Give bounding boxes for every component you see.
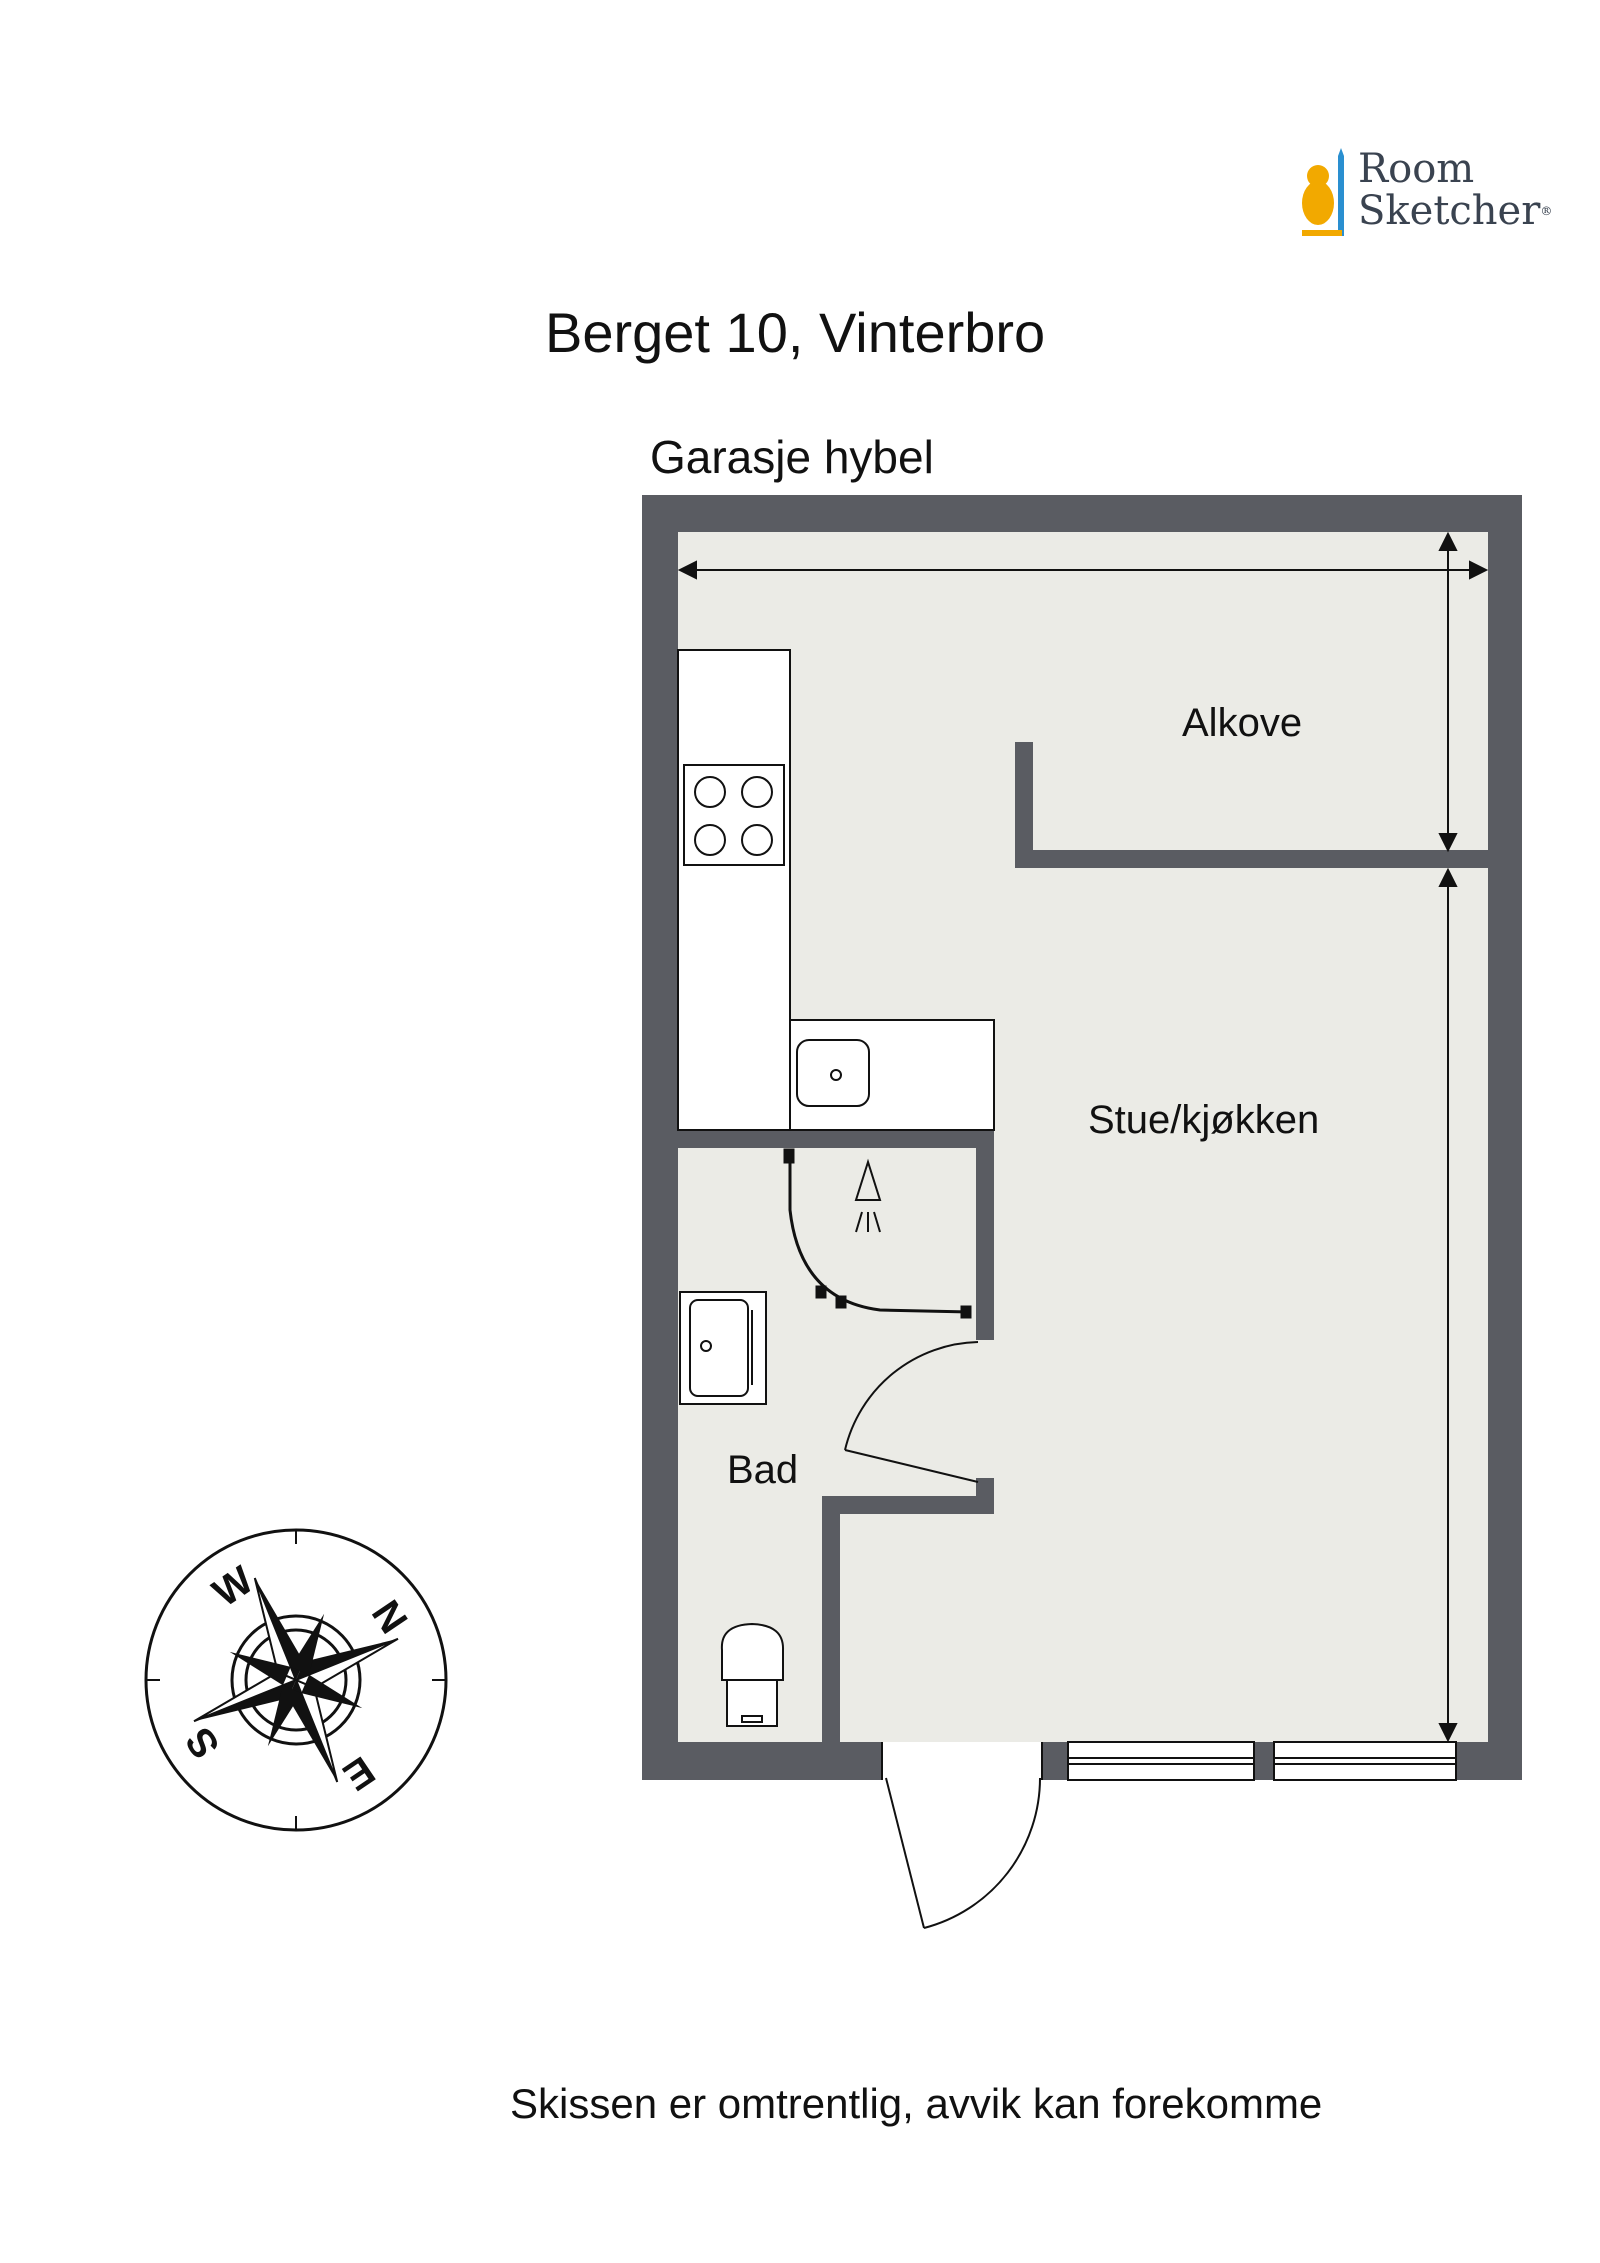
alkove-wall-horizontal: [1015, 850, 1488, 868]
bath-wall-top: [678, 1130, 994, 1148]
plan-subtitle: Garasje hybel: [650, 431, 934, 483]
brand-line-2: Sketcher: [1358, 188, 1541, 234]
plan-title: Berget 10, Vinterbro: [545, 301, 1046, 364]
entrance-opening: [882, 1742, 1042, 1780]
window: [1067, 1741, 1255, 1781]
entrance-door: [885, 1777, 1041, 1929]
kitchen-counter: [677, 649, 995, 1131]
room-label-stue: Stue/kjøkken: [1088, 1098, 1319, 1142]
room-label-bad: Bad: [727, 1448, 798, 1492]
bath-wall-mid: [822, 1496, 994, 1514]
toilet-icon: [720, 1622, 785, 1727]
stove-icon: [683, 764, 785, 866]
disclaimer-note: Skissen er omtrentlig, avvik kan forekom…: [510, 2080, 1323, 2127]
bath-door-opening: [976, 1340, 994, 1478]
compass-icon: N E S W: [144, 1528, 448, 1832]
bath-wall-left: [822, 1496, 840, 1742]
bath-sink-icon: [679, 1291, 767, 1405]
room-label-alkove: Alkove: [1182, 701, 1302, 745]
kitchen-sink-icon: [796, 1039, 870, 1107]
bath-wall-right-upper: [976, 1130, 994, 1340]
dimension-lines: [677, 531, 1489, 1743]
brand-line-1: Room: [1358, 146, 1475, 192]
alkove-wall-vertical: [1015, 742, 1033, 868]
brand-wordmark: Room Sketcher®: [1358, 148, 1552, 232]
window: [1273, 1741, 1457, 1781]
bath-door: [844, 1341, 979, 1483]
shower-icon: [783, 1148, 972, 1319]
roomsketcher-logo-icon: [1302, 148, 1344, 236]
registered-mark: ®: [1540, 204, 1553, 218]
